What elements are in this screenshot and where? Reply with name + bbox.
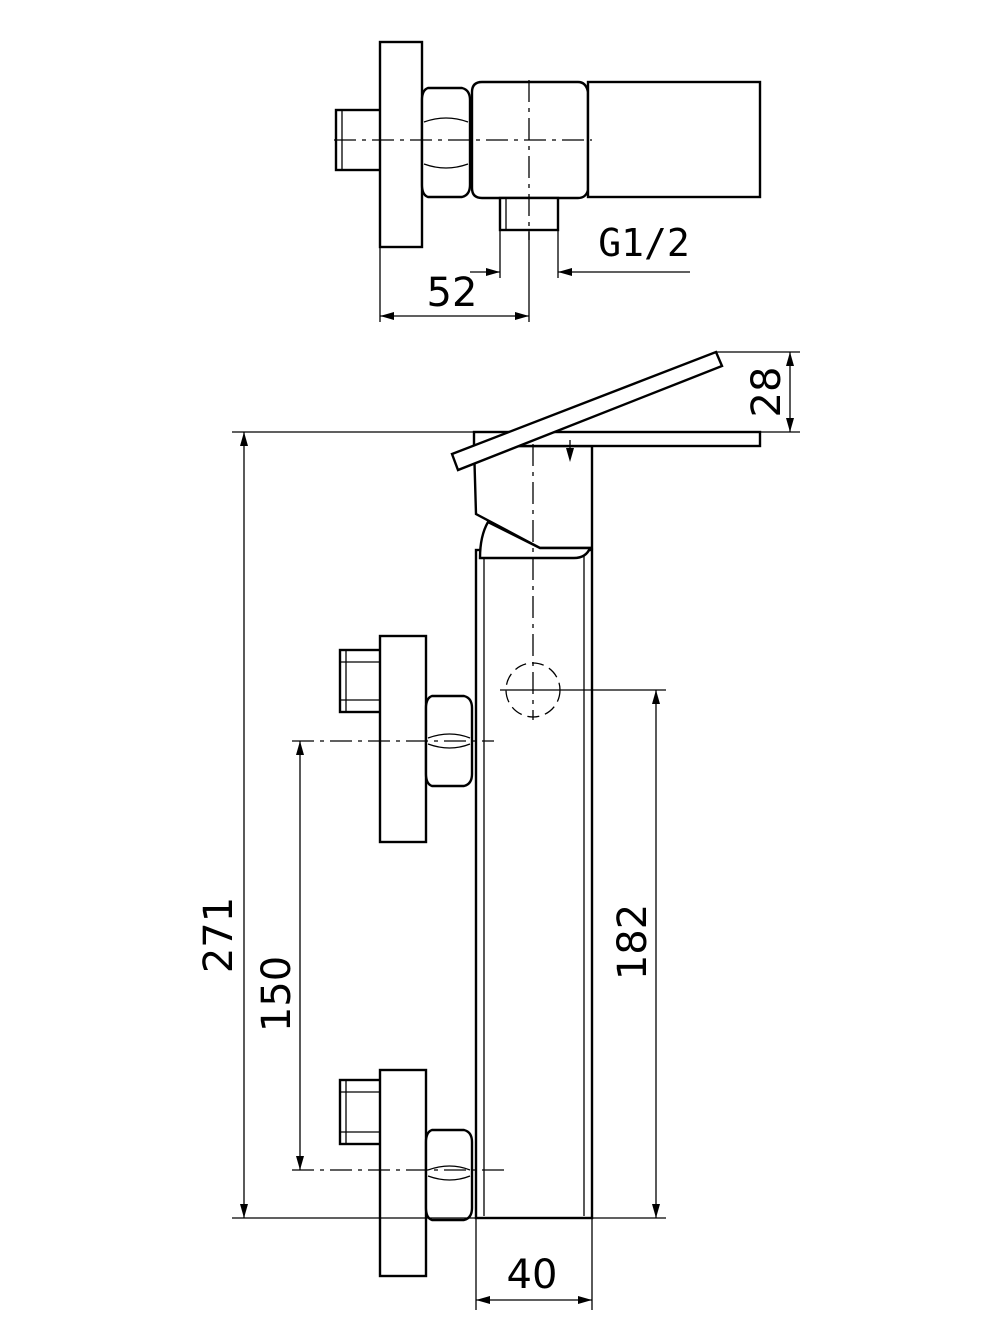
dim-outlet-height: 182 <box>610 904 656 980</box>
dim-overall-height: 271 <box>196 897 242 973</box>
dim-body-width: 40 <box>507 1252 558 1298</box>
side-mixer-body <box>474 548 594 1220</box>
top-lever <box>586 80 762 199</box>
top-wall-flange <box>378 40 424 249</box>
top-view: 52 G1/2 <box>334 40 762 322</box>
side-lever-raised <box>450 350 724 472</box>
lower-inlet <box>292 1068 510 1278</box>
side-view: 271 150 182 28 40 <box>196 350 800 1310</box>
dim-lever-height: 28 <box>744 367 790 418</box>
dim-thread: G1/2 <box>598 221 690 265</box>
side-collar <box>478 520 592 560</box>
upper-inlet <box>292 634 494 844</box>
top-hex-nut <box>420 86 472 199</box>
dim-top-offset: 52 <box>427 270 478 316</box>
dim-inlet-spacing: 150 <box>254 956 300 1032</box>
